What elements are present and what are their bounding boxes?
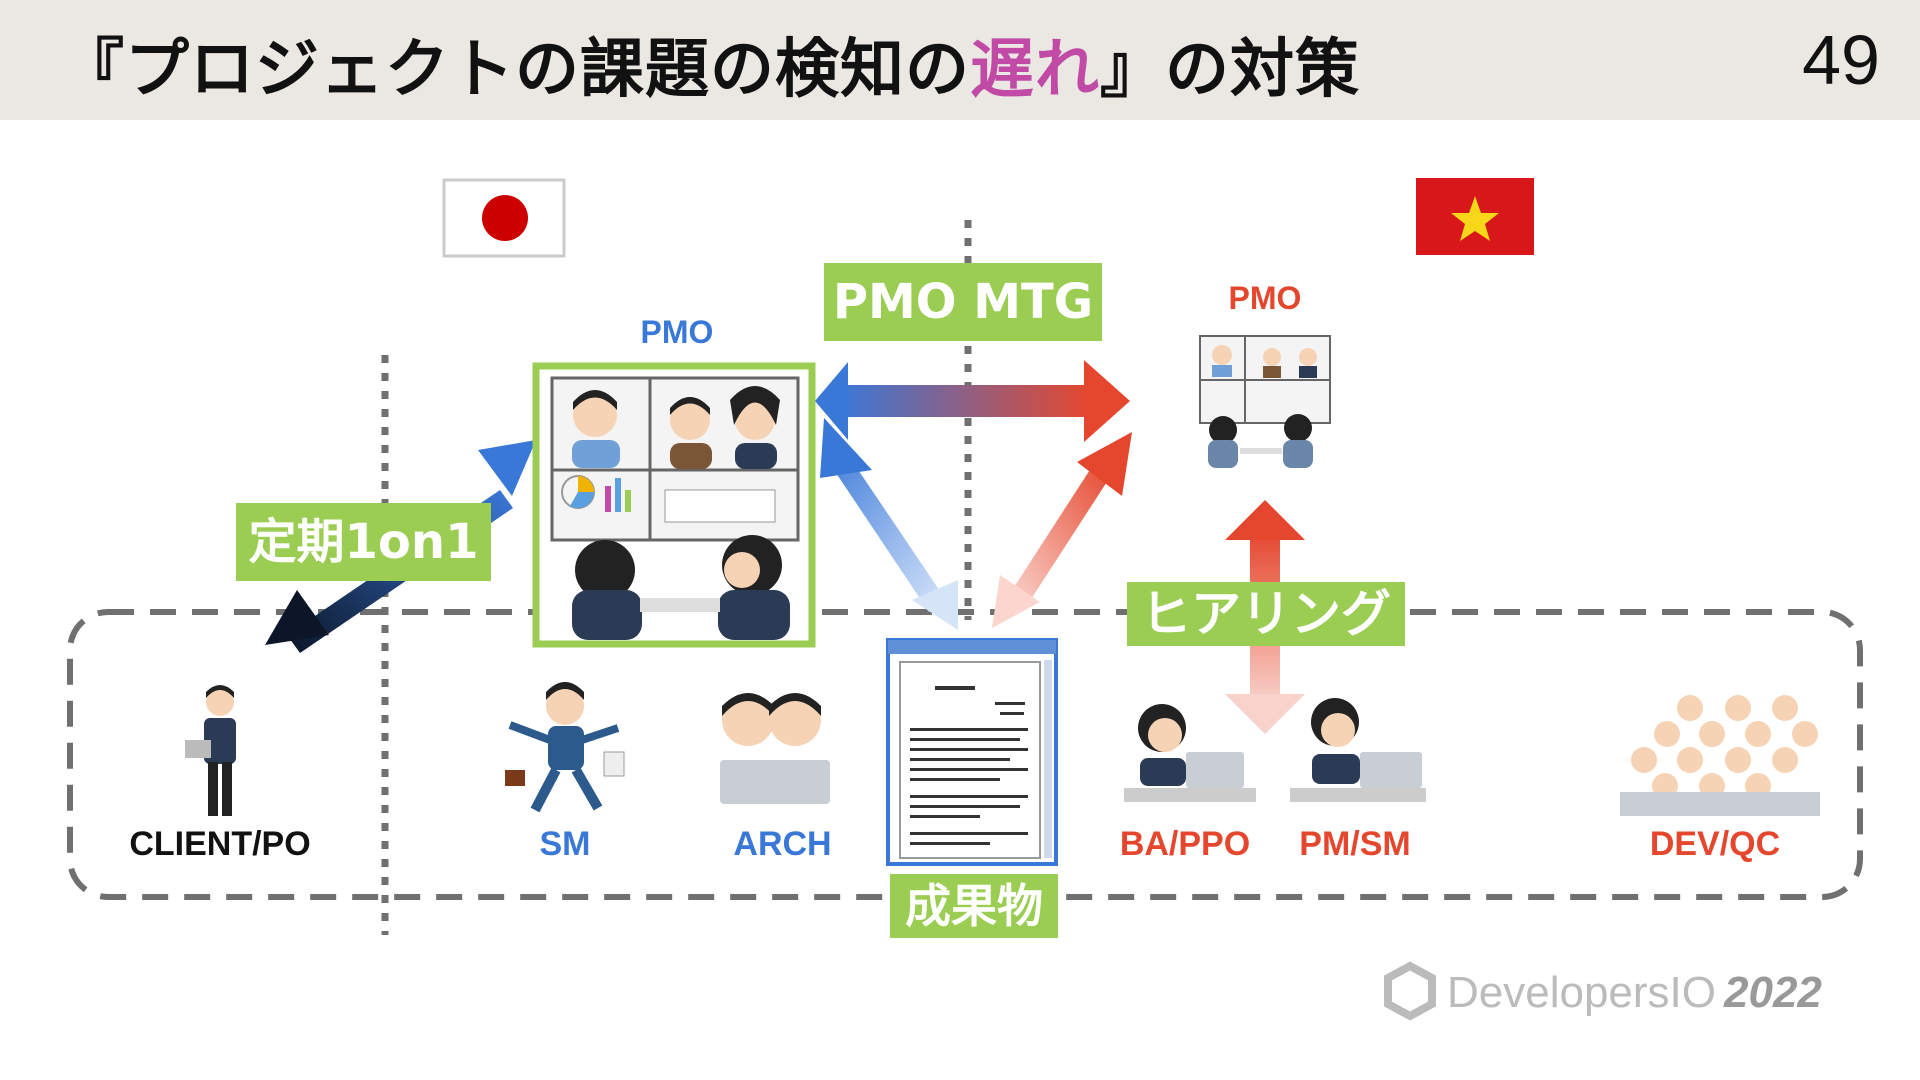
title-part-2: 』の対策 (1100, 33, 1360, 107)
dev-group-illustration (1620, 695, 1820, 816)
arch-people-illustration (720, 693, 830, 804)
pmo-meeting-arrow (815, 360, 1130, 442)
watermark-brand: DevelopersIO (1447, 968, 1717, 1017)
client-person-illustration (185, 685, 236, 816)
role-ba: BA/PPO (1119, 825, 1251, 863)
pmo-vn-meeting-illustration (1199, 335, 1331, 468)
title-highlight: 遅れ (970, 33, 1100, 107)
role-arch: ARCH (733, 825, 832, 863)
page-number: 49 (1802, 21, 1880, 99)
vietnam-flag-icon (1416, 178, 1534, 255)
pmo-left-label: PMO (640, 314, 714, 350)
pm-person-illustration (1290, 698, 1426, 802)
pmo-vn-deliverables-arrow (992, 432, 1132, 628)
header-bar: 『プロジェクトの課題の検知の遅れ』の対策 49 (0, 0, 1920, 120)
ba-person-illustration (1124, 704, 1256, 802)
deliverables-tag: 成果物 (890, 874, 1058, 938)
pmo-meeting-illustration (532, 362, 816, 648)
role-client: CLIENT/PO (129, 825, 311, 863)
role-sm: SM (539, 825, 591, 863)
title-part-1: 『プロジェクトの課題の検知の (60, 33, 970, 107)
pmo-right-label: PMO (1228, 280, 1302, 316)
regular-1on1-tag: 定期1on1 (236, 503, 491, 581)
role-pm: PM/SM (1299, 825, 1411, 863)
sm-person-illustration (505, 682, 625, 813)
hearing-tag: ヒアリング (1127, 582, 1405, 646)
developersio-logo-icon (1384, 961, 1436, 1021)
role-dev: DEV/QC (1649, 825, 1781, 863)
pmo-meeting-tag: PMO MTG (824, 263, 1102, 341)
japan-flag-icon (442, 178, 566, 258)
pmo-deliverables-arrow (820, 418, 958, 630)
watermark-year: 2022 (1724, 968, 1822, 1017)
slide-title: 『プロジェクトの課題の検知の遅れ』の対策 (60, 18, 1360, 110)
document-icon (886, 638, 1058, 866)
